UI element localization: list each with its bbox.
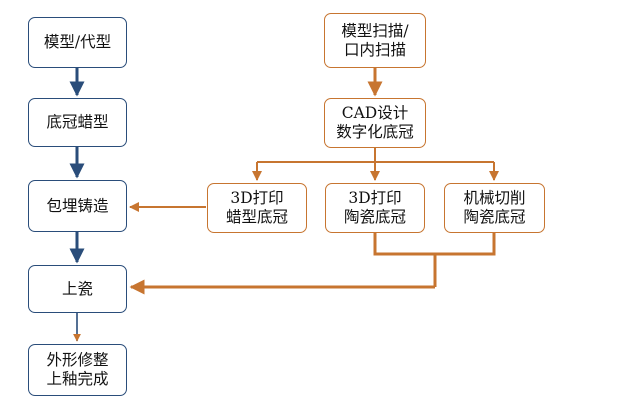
step-scan: 模型扫描/ 口内扫描 <box>324 13 426 68</box>
step-3d-print-wax: 3D打印 蜡型底冠 <box>207 183 307 233</box>
step-invest-cast: 包埋铸造 <box>28 180 127 232</box>
step-milling-ceramic: 机械切削 陶瓷底冠 <box>444 183 545 233</box>
step-3d-print-ceramic: 3D打印 陶瓷底冠 <box>325 183 425 233</box>
step-cad-design: CAD设计 数字化底冠 <box>324 98 426 148</box>
cad-branch-bar <box>257 148 494 163</box>
step-wax-coping: 底冠蜡型 <box>28 98 127 147</box>
step-porcelain: 上瓷 <box>28 265 127 313</box>
ceramic-merge-bar <box>373 233 496 287</box>
step-model-die: 模型/代型 <box>28 17 127 68</box>
step-finish-glaze: 外形修整 上釉完成 <box>28 344 127 396</box>
